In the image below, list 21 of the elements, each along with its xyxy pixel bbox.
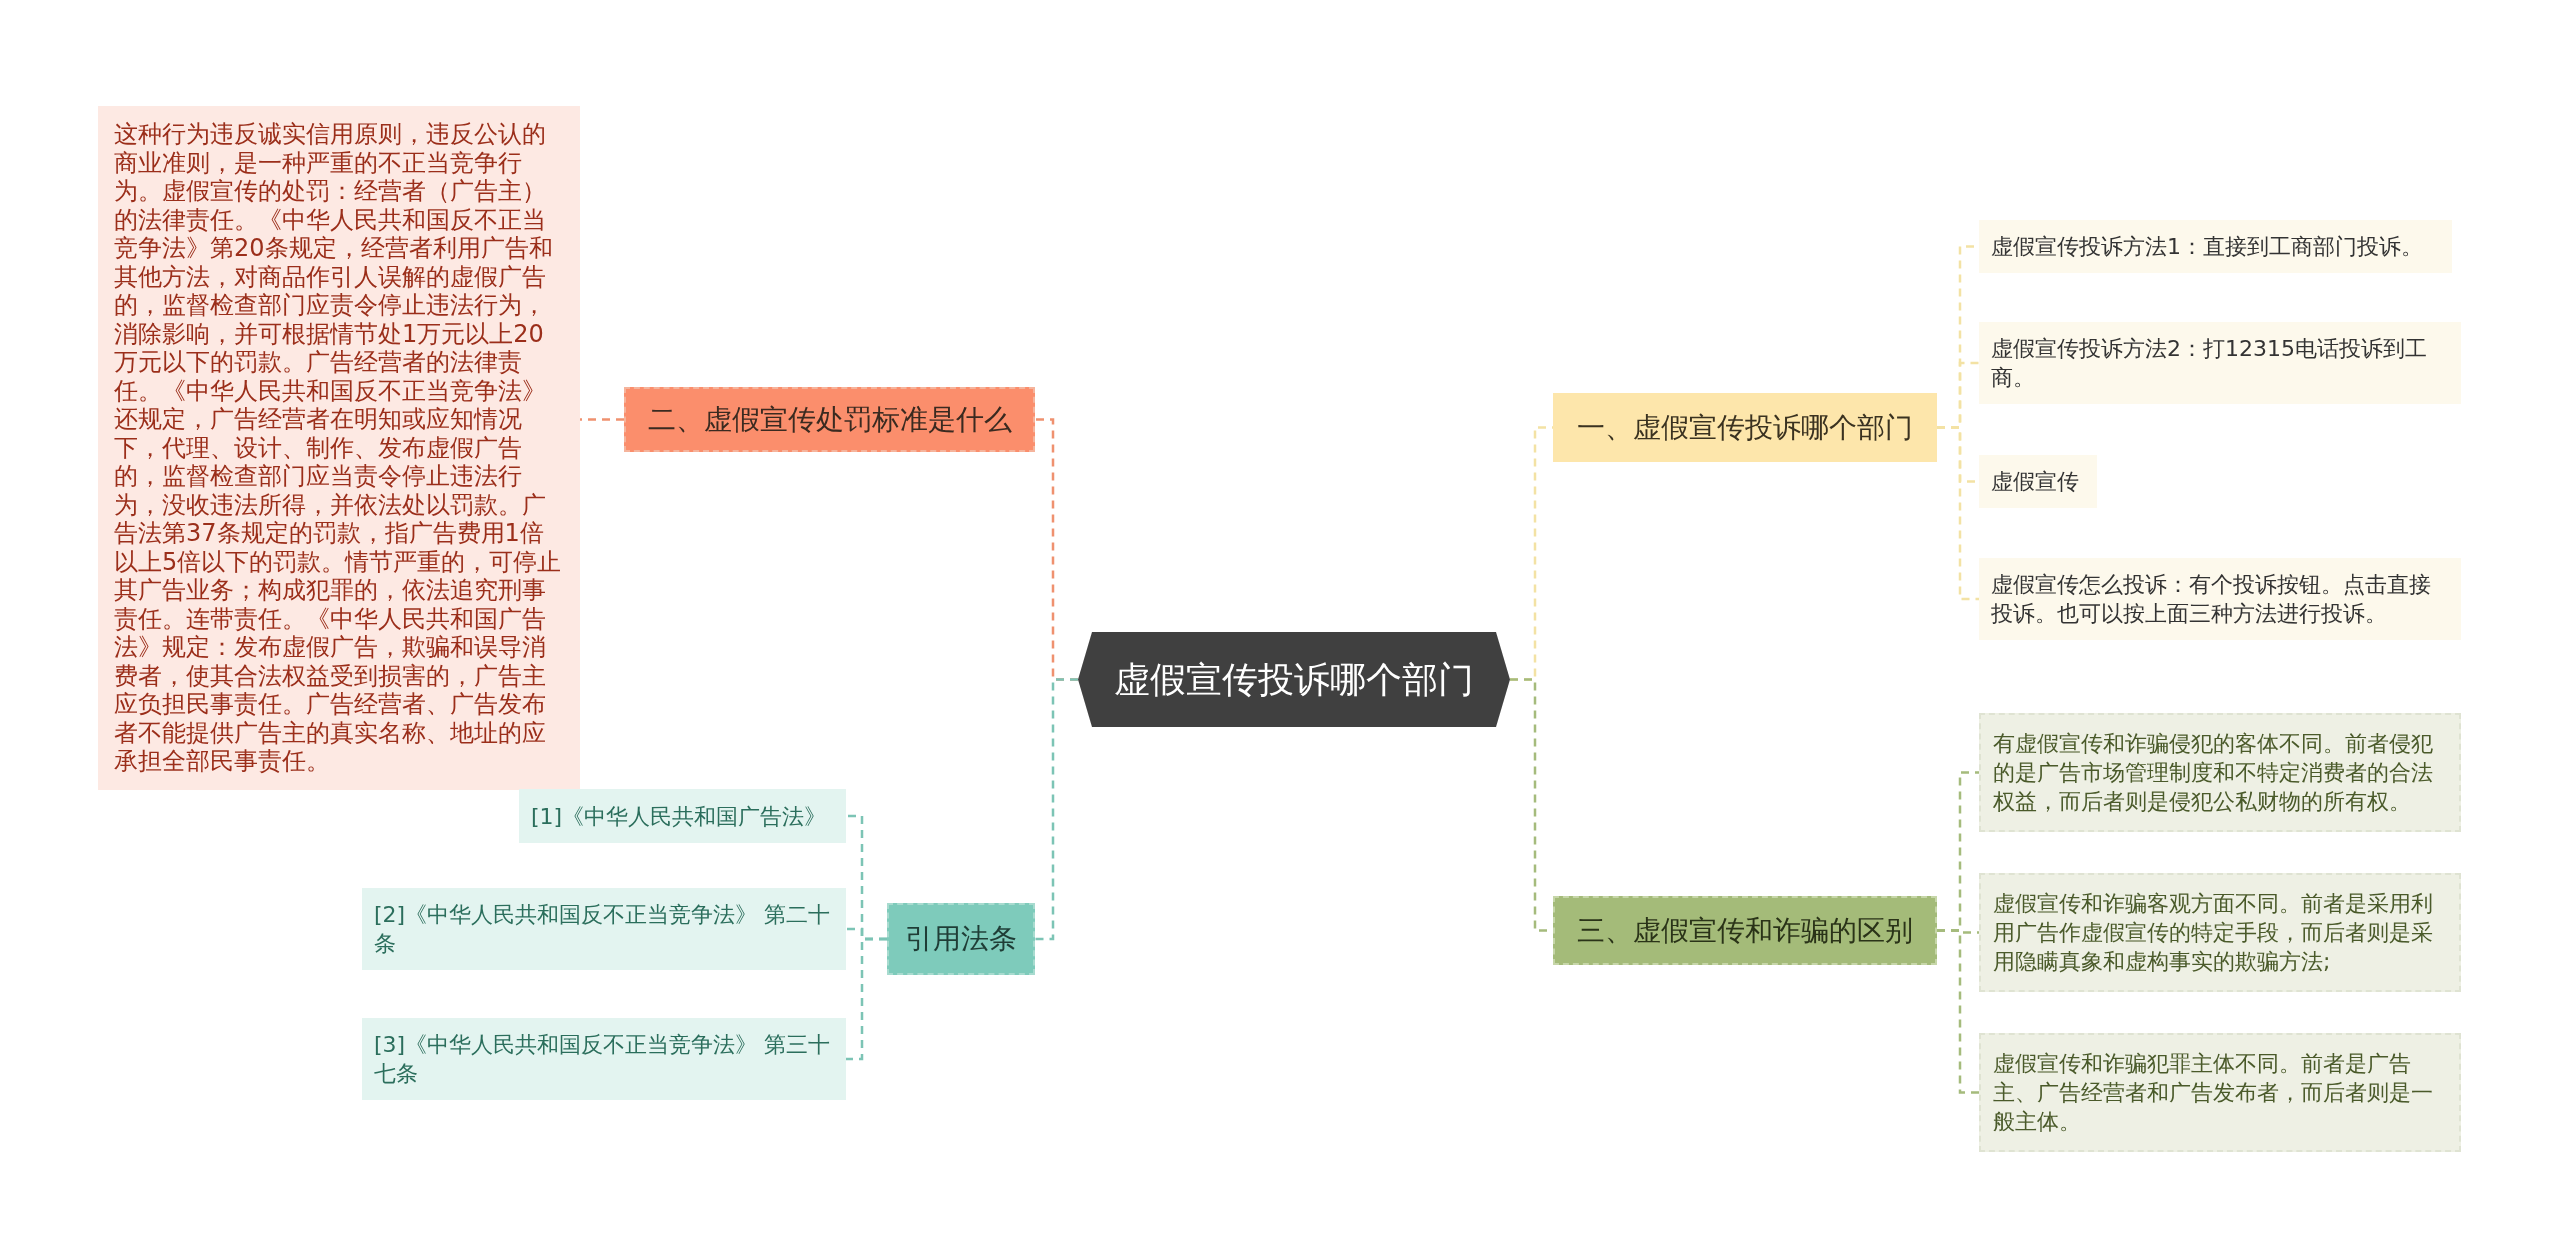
connector	[1937, 929, 1979, 1094]
text-box: 这种行为违反诚实信用原则，违反公认的商业准则，是一种严重的不正当竞争行为。虚假宣传的处罚：经营者（广告主）的法律责任。《中华人民共和国反不正当竞争法》第20条规定，经营者利用广告和其他方法，对商品作引人误解的虚假广告的，监督检查部门应责令停止违法行为，消除影响，并可根据情节处1万元以上20万元以下的罚款。广告经营者的法律责任。《中华人民共和国反不正当竞争法》还规定，广告经营者在明知或应知情况下，代理、设计、制作、发布虚假广告的，监督检查部门应当责令停止违法行为，没收违法所得，并依法处以罚款。广告法第37条规定的罚款，指广告费用1倍以上5倍以下的罚款。情节严重的，可停止其广告业务；构成犯罪的，依法追究刑事责任。连带责任。《中华人民共和国广告法》规定：发布虚假广告，欺骗和误导消费者，使其合法权益受到损害的，广告主应负担民事责任。广告经营者、广告发布者不能提供广告主的真实名称、地址的应承担全部民事责任。	[98, 106, 580, 790]
connector	[846, 937, 887, 1061]
text-box: 虚假宣传和诈骗客观方面不同。前者是采用利用广告作虚假宣传的特定手段，而后者则是采用隐瞒真象和虚构事实的欺骗方法;	[1979, 873, 2461, 992]
connector	[580, 418, 624, 421]
text-box: 虚假宣传和诈骗犯罪主体不同。前者是广告主、广告经营者和广告发布者，而后者则是一般主体。	[1979, 1033, 2461, 1152]
central-topic: 虚假宣传投诉哪个部门	[1078, 632, 1510, 727]
branch-box: 一、虚假宣传投诉哪个部门	[1553, 393, 1937, 462]
text-box: 虚假宣传怎么投诉：有个投诉按钮。点击直接投诉。也可以按上面三种方法进行投诉。	[1979, 558, 2461, 640]
reference-box: [3]《中华人民共和国反不正当竞争法》 第三十七条	[362, 1018, 846, 1100]
connector	[1035, 678, 1078, 941]
branch-box: 二、虚假宣传处罚标准是什么	[624, 387, 1035, 452]
branch-box: 引用法条	[887, 903, 1035, 975]
text-box: 有虚假宣传和诈骗侵犯的客体不同。前者侵犯的是广告市场管理制度和不特定消费者的合法权益，而后者则是侵犯公私财物的所有权。	[1979, 713, 2461, 832]
reference-box: [2]《中华人民共和国反不正当竞争法》 第二十条	[362, 888, 846, 970]
text-box: 虚假宣传投诉方法2：打12315电话投诉到工商。	[1979, 322, 2461, 404]
connector	[1937, 426, 1979, 601]
text-box: 虚假宣传投诉方法1：直接到工商部门投诉。	[1979, 220, 2452, 273]
reference-box: [1]《中华人民共和国广告法》	[519, 789, 846, 843]
branch-box: 三、虚假宣传和诈骗的区别	[1553, 896, 1937, 965]
text-box: 虚假宣传	[1979, 455, 2097, 508]
